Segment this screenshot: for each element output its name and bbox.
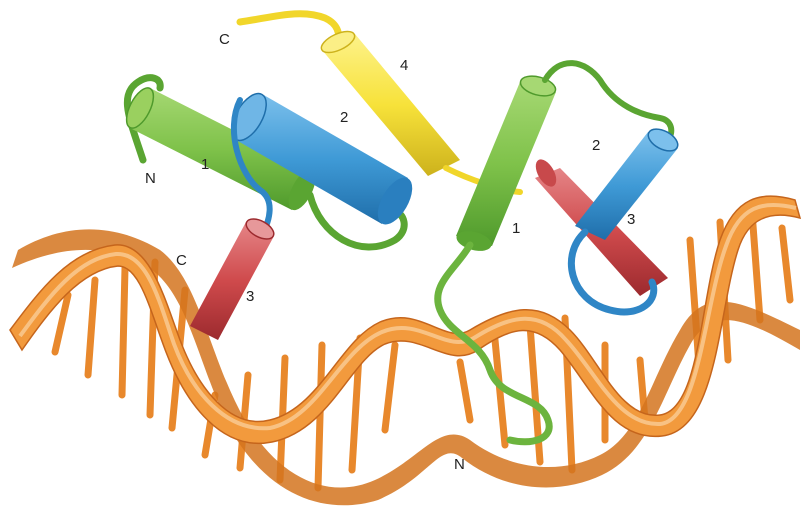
label-top-helix-4: 4 — [400, 57, 408, 74]
label-bottom-n: N — [454, 456, 465, 473]
label-right-helix-1: 1 — [512, 220, 520, 237]
dna-helix — [10, 196, 800, 505]
label-right-helix-3: 3 — [627, 211, 635, 228]
label-left-helix-1: 1 — [201, 156, 209, 173]
left-helix-3 — [190, 215, 277, 340]
label-left-c: C — [176, 252, 187, 269]
label-top-c: C — [219, 31, 230, 48]
label-left-n: N — [145, 170, 156, 187]
label-left-helix-2: 2 — [340, 109, 348, 126]
top-c-terminal-coil — [240, 14, 339, 42]
label-left-helix-3: 3 — [246, 288, 254, 305]
right-green-loop — [545, 63, 671, 140]
label-right-helix-2: 2 — [592, 137, 600, 154]
